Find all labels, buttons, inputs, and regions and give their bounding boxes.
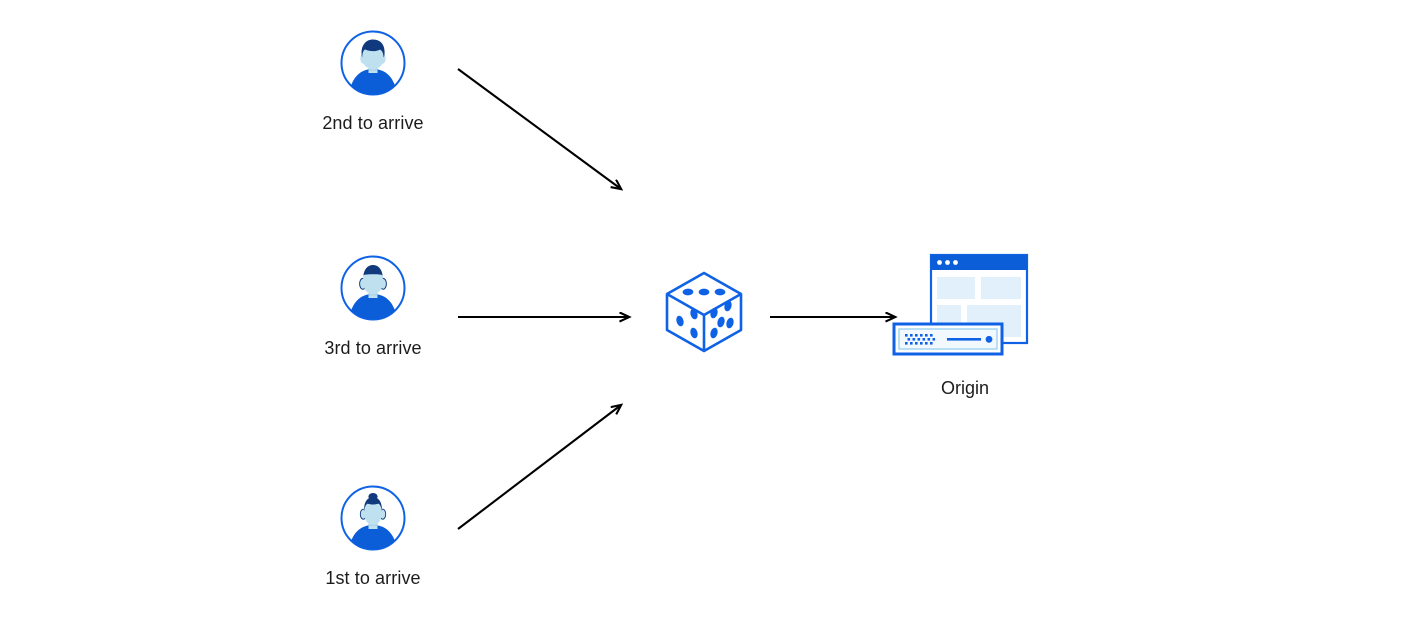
origin-label: Origin xyxy=(940,378,989,398)
dice-icon[interactable] xyxy=(659,265,749,355)
client-label: 1st to arrive xyxy=(325,568,421,588)
client-label: 2nd to arrive xyxy=(322,113,424,133)
client-label: 3rd to arrive xyxy=(324,338,422,358)
client-node-2nd[interactable]: 2nd to arrive xyxy=(318,29,428,134)
client-node-3rd[interactable]: 3rd to arrive xyxy=(318,254,428,359)
origin-node[interactable]: Origin xyxy=(890,252,1040,412)
user-avatar-icon xyxy=(339,484,407,552)
arrow-1st-to-dice xyxy=(457,405,621,530)
server-device-icon xyxy=(892,322,1004,356)
user-avatar-icon xyxy=(339,29,407,97)
client-node-1st[interactable]: 1st to arrive xyxy=(318,484,428,589)
user-avatar-icon xyxy=(339,254,407,322)
arrow-2nd-to-dice xyxy=(457,68,621,189)
origin-server-icon xyxy=(890,252,1040,362)
